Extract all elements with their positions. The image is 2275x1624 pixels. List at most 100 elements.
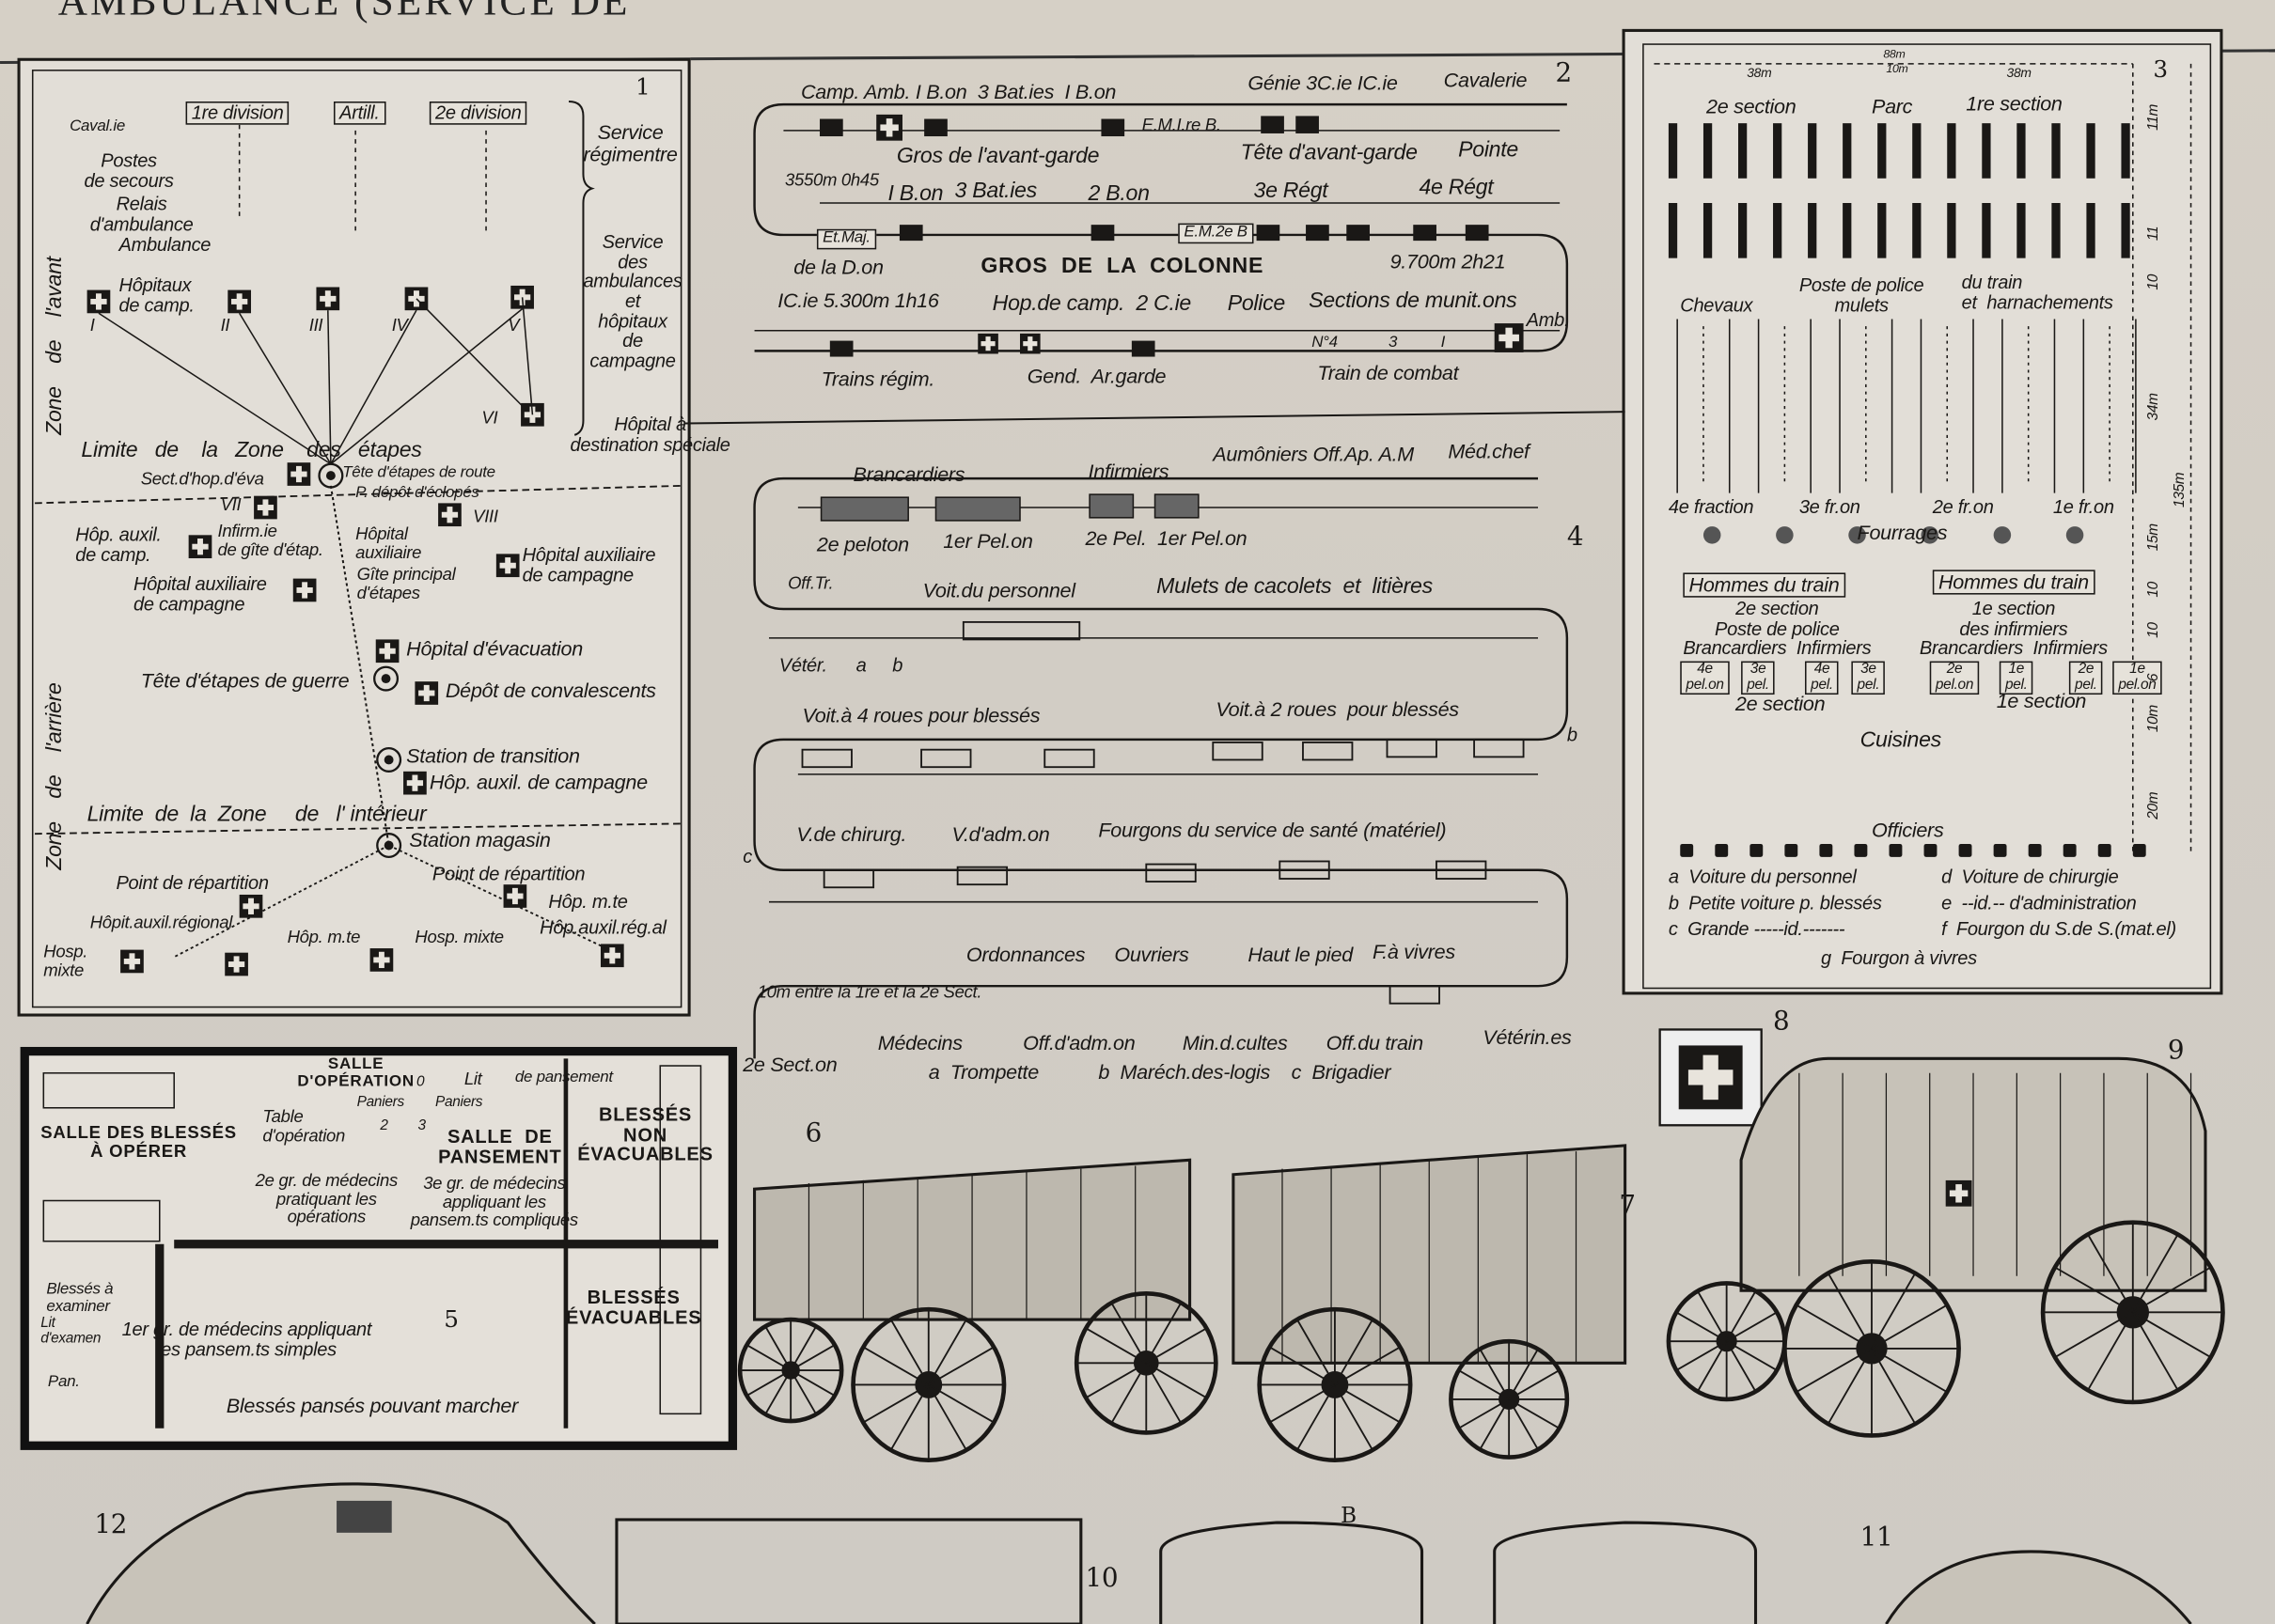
p3-label: Hommes du train [1932, 570, 2095, 595]
tent-icon [2086, 123, 2095, 179]
hospital-cross-icon [1023, 341, 1038, 347]
wheel-spoke [1479, 1348, 1510, 1400]
tent-icon [2121, 123, 2130, 179]
p1-label: Service des ambulances et hôpitaux de ca… [583, 230, 682, 371]
p2-label: Camp. Amb. I B.on 3 Bat.ies I B.on [800, 79, 1117, 103]
p4-label: 2e Pel. 1er Pel.on [1085, 526, 1247, 550]
p3-label: 1e fr.on [2052, 495, 2114, 518]
vehicle-icon [829, 340, 854, 357]
p3-label: 10m [2145, 705, 2162, 733]
vehicle-icon [1413, 225, 1436, 242]
p3-label: 3e fr.on [1798, 495, 1860, 518]
p4-label: c Brigadier [1291, 1059, 1391, 1084]
p1-label: Hôp. auxil. de campagne [429, 770, 648, 793]
wheel-spoke [1110, 1362, 1148, 1424]
p4-label: Vétérin.es [1483, 1024, 1572, 1049]
p2-label: I [1440, 333, 1446, 351]
plate-title: AMBULANCE (SERVICE DE [57, 0, 631, 25]
p3-label: Poste de police mulets [1798, 273, 1924, 316]
p1-label: Service régimentre [583, 120, 678, 165]
officer-tent-icon [1819, 843, 1833, 857]
wheel-spoke [928, 1346, 995, 1386]
p3-label: 3e pel. [1741, 661, 1776, 695]
p4-label: Mulets de cacolets et litières [1156, 573, 1433, 600]
p3-label: 2e fr.on [1932, 495, 1994, 518]
p3-label: Chevaux [1680, 294, 1753, 317]
p1-label: Hôp. m.te [548, 890, 628, 913]
officer-tent-icon [1958, 843, 1972, 857]
wagon-icon [1389, 985, 1440, 1005]
wheel-spoke [1508, 1398, 1539, 1450]
p4-label: V.de chirurg. [796, 821, 907, 846]
p3-label: 2e pel.on [1929, 661, 1980, 695]
p4-label: Voit.à 2 roues pour blessés [1216, 697, 1459, 721]
p4-label: Méd.chef [1448, 439, 1530, 463]
p2-label: E.M.2e B [1178, 223, 1253, 243]
p1-label: Dépôt de convalescents [445, 679, 656, 702]
p1-label: V [508, 314, 520, 336]
tent-icon [2051, 123, 2061, 179]
p1-label: Hôpitaux de camp. [118, 273, 195, 316]
p5-label: 3 [417, 1117, 426, 1134]
tent-11 [1885, 1550, 2192, 1624]
p2-label: E.M.I.re B. [1141, 114, 1221, 135]
p4-label: Brancardiers [853, 462, 965, 486]
wheel-spoke [1871, 1348, 1948, 1393]
vehicle-icon [1090, 225, 1115, 242]
convoy-route [753, 476, 1569, 1059]
vehicle-icon [924, 118, 948, 137]
wagon-icon [1473, 738, 1525, 758]
hospital-cross-icon [243, 903, 259, 910]
p4-label: b [892, 653, 903, 676]
wagon-icon [956, 866, 1009, 886]
wheel-spoke [1085, 1362, 1147, 1399]
tent-icon [1702, 123, 1713, 179]
hospital-cross-icon [418, 690, 435, 696]
wagon-icon [1212, 742, 1263, 761]
wagon-icon [1302, 742, 1354, 761]
vehicle-icon [1153, 493, 1200, 519]
vehicle-icon [1306, 225, 1329, 242]
wheel-spoke [862, 1383, 930, 1424]
p2-label: Trains régim. [821, 367, 935, 391]
vehicle-b [1159, 1521, 1424, 1624]
wheel-spoke [745, 1369, 792, 1397]
wheel-spoke [1295, 1384, 1336, 1451]
tent-icon [1773, 123, 1782, 179]
officer-tent-icon [1715, 843, 1729, 857]
p5-label: 0 [416, 1074, 425, 1091]
connector-line [327, 310, 332, 464]
wheel-spoke [1479, 1398, 1510, 1450]
p2-label: 2 [1555, 57, 1573, 89]
p5-label: 1er gr. de médecins appliquant les panse… [121, 1318, 372, 1360]
p5-label: 3e gr. de médecins appliquant les pansem… [410, 1173, 578, 1230]
wagon-icon [920, 748, 972, 769]
wagon-icon [962, 620, 1081, 641]
p3-label: 10 [2145, 622, 2162, 638]
tent-icon [1982, 123, 1991, 179]
hospital-cross-icon [296, 586, 313, 593]
p2-label: Tête d'avant-garde [1240, 140, 1418, 165]
tent-icon [1737, 123, 1748, 179]
forage-icon [1702, 526, 1721, 544]
tent-icon [1982, 203, 1991, 258]
hospital-cross-icon [320, 295, 337, 302]
p4-label: Fourgons du service de santé (matériel) [1098, 818, 1447, 841]
p4-label: Voit.à 4 roues pour blessés [802, 703, 1041, 726]
tent-icon [1947, 203, 1956, 258]
p3-label: 11m [2145, 103, 2162, 131]
p2-label: 3 Bat.ies [954, 178, 1038, 204]
p1-label: Hôpital auxiliaire de campagne [522, 543, 656, 586]
p5-label: Blessés pansés pouvant marcher [226, 1393, 519, 1417]
p2-label: Gend. Ar.garde [1027, 364, 1167, 387]
p4-label: Aumôniers Off.Ap. A.M [1213, 442, 1414, 466]
connector-line [239, 312, 332, 465]
p1-label: Infirm.ie de gîte d'étap. [217, 520, 323, 559]
wheel-spoke [1458, 1398, 1510, 1429]
tent-icon [1702, 203, 1713, 258]
wheel-spoke [2131, 1234, 2179, 1313]
p2-label: 2 B.on [1088, 180, 1150, 207]
panel-divider [684, 411, 1625, 425]
vehicle-icon [1465, 225, 1489, 242]
